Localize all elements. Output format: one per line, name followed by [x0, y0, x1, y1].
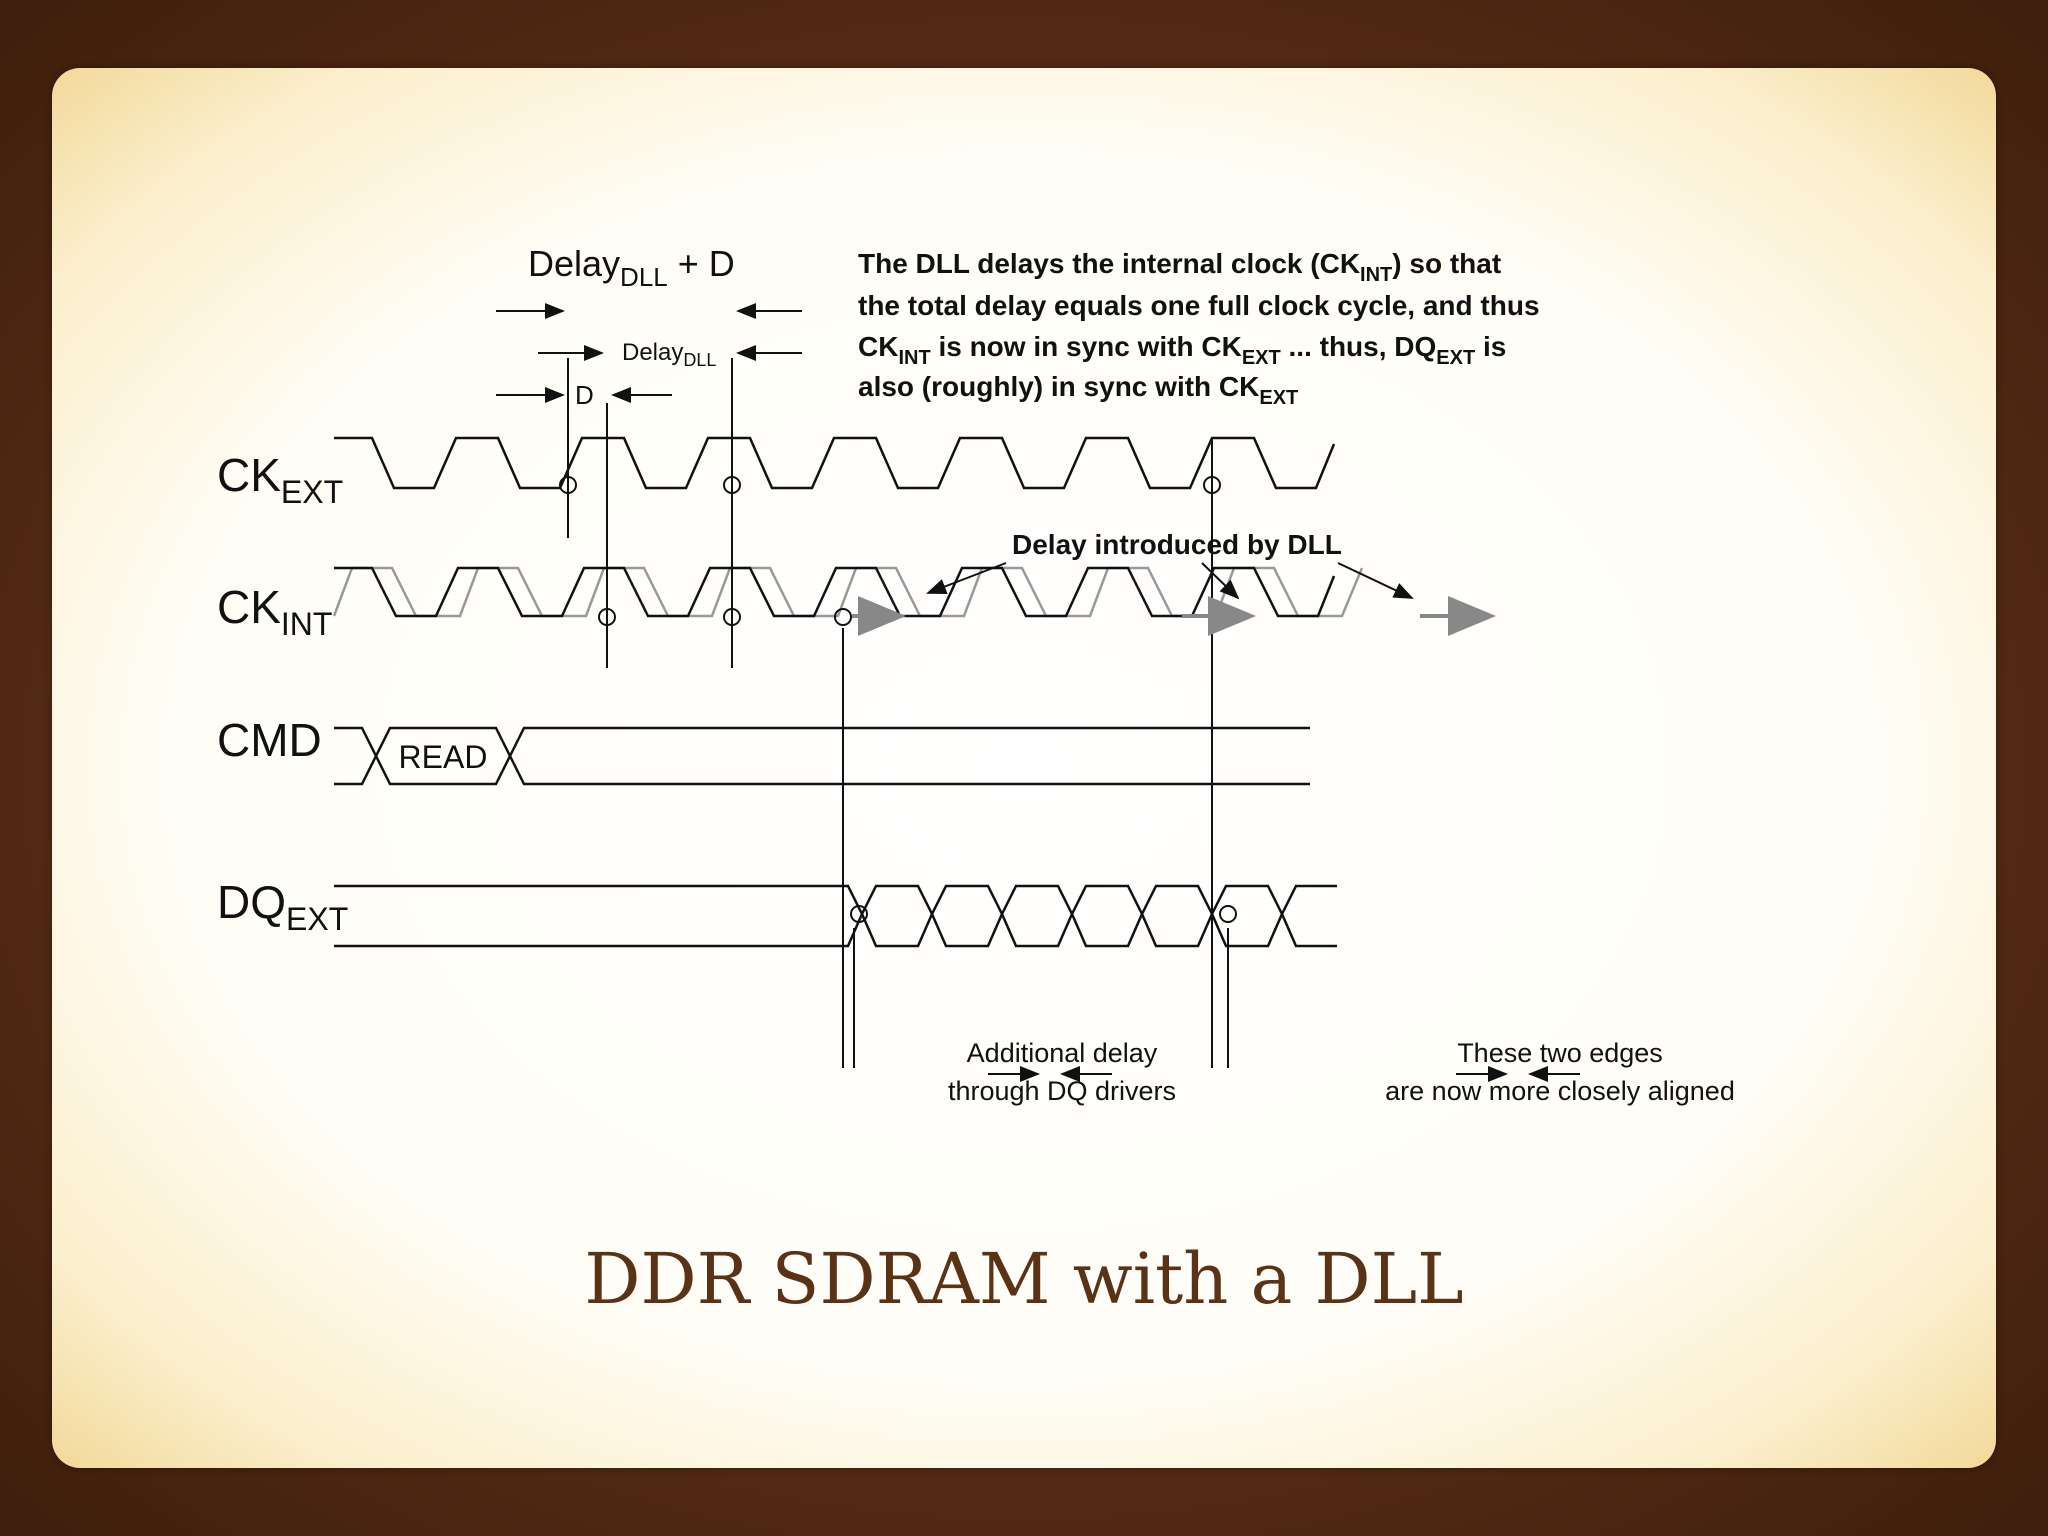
cmd-waveform-top [334, 726, 1310, 759]
svg-text:also (roughly) in sync with CK: also (roughly) in sync with CKEXT [858, 371, 1298, 409]
signal-label-ck-int: CKINT [217, 581, 332, 642]
ck-int-undelayed-waveform [332, 566, 1364, 618]
ck-ext-waveform [334, 436, 1336, 490]
dimension-arrows [496, 303, 1580, 1082]
dq-ext-waveform-top [334, 884, 1337, 917]
slide-title: DDR SDRAM with a DLL [584, 1238, 1464, 1320]
read-command-label: READ [399, 739, 488, 775]
note-left-line1: Additional delay [967, 1038, 1158, 1068]
delay-introduced-by-dll-label: Delay introduced by DLL [1012, 529, 1342, 560]
ck-int-waveform [334, 566, 1336, 618]
dq-ext-waveform-bottom [334, 910, 1337, 948]
timing-diagram: CKEXT CKINT CMD DQEXT READ [217, 243, 1735, 1106]
dll-callout-lines [926, 562, 1414, 600]
note-left-line2: through DQ drivers [948, 1076, 1176, 1106]
reference-lines [567, 358, 1229, 1068]
signal-label-cmd: CMD [217, 714, 322, 766]
delay-dll-plus-d-label: DelayDLL + D [528, 243, 735, 292]
svg-text:CKINT is now in sync with CKEX: CKINT is now in sync with CKEXT ... thus… [858, 331, 1506, 369]
dll-explanation: The DLL delays the internal clock (CKINT… [858, 248, 1540, 409]
svg-text:the total delay equals one ful: the total delay equals one full clock cy… [858, 290, 1540, 321]
cmd-waveform-bottom [334, 753, 1310, 786]
note-right-line1: These two edges [1457, 1038, 1663, 1068]
signal-label-dq-ext: DQEXT [217, 876, 348, 937]
svg-text:The DLL delays the internal cl: The DLL delays the internal clock (CKINT… [858, 248, 1501, 286]
edge-markers [559, 476, 1237, 923]
note-right-line2: are now more closely aligned [1385, 1076, 1735, 1106]
delay-dll-label: DelayDLL [622, 339, 716, 370]
d-label: D [575, 380, 594, 410]
signal-label-ck-ext: CKEXT [217, 449, 343, 510]
slide: CKEXT CKINT CMD DQEXT READ [52, 68, 1996, 1468]
